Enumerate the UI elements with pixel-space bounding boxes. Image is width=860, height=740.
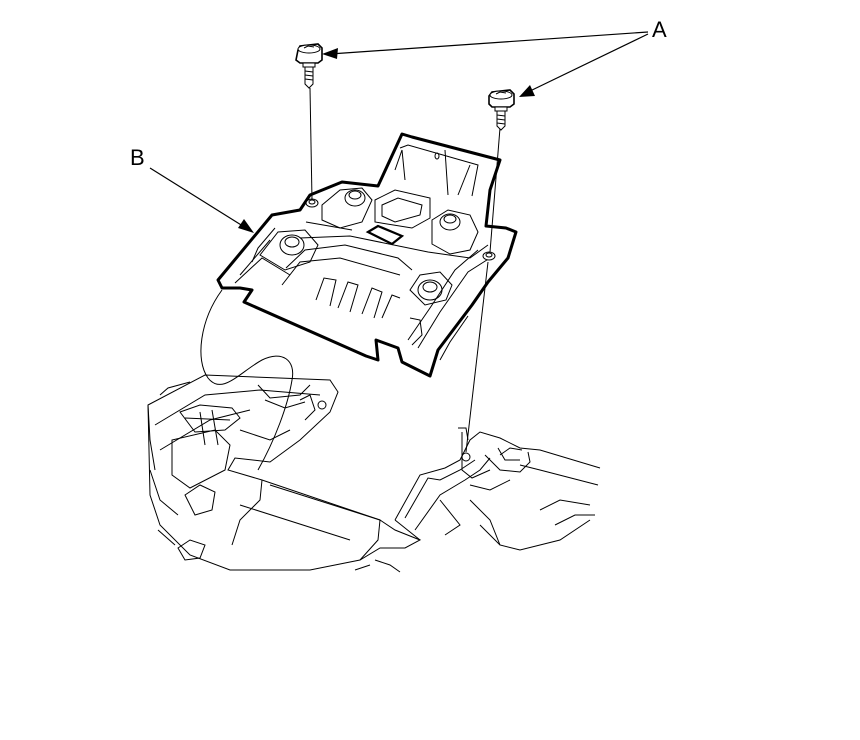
floor-pan — [147, 374, 601, 573]
leader-b — [149, 167, 247, 229]
alignment-lines — [200, 87, 501, 471]
bolt-left — [295, 43, 323, 89]
leader-lines — [149, 31, 649, 233]
bolt-right — [488, 89, 515, 131]
arrowhead-a-left — [322, 48, 338, 59]
arrowhead-a-right — [519, 85, 535, 97]
leader-a-left — [329, 31, 649, 55]
arrowhead-b — [238, 219, 254, 233]
leader-a-right — [527, 33, 649, 93]
under-cover — [216, 132, 518, 378]
callout-b-label: B — [130, 145, 145, 170]
callout-a-label: A — [652, 17, 667, 42]
